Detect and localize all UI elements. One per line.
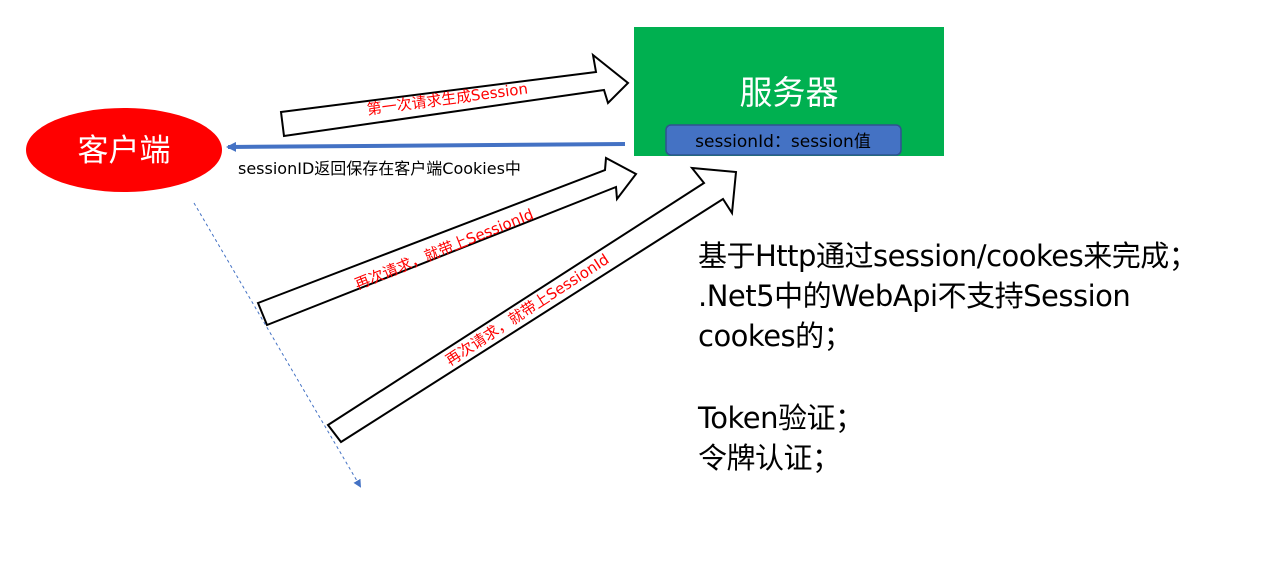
session-return-label: sessionID返回保存在客户端Cookies中 [238, 159, 521, 178]
session-store-box [665, 124, 902, 156]
notes-panel: 基于Http通过session/cookes来完成； .Net5中的WebApi… [698, 236, 1258, 478]
session-return-arrow: sessionID返回保存在客户端Cookies中 [226, 141, 626, 178]
first-request-arrow: 第一次请求生成Session [279, 52, 630, 138]
third-request-arrow-shape [326, 166, 738, 444]
client-label: 客户端 [78, 133, 171, 169]
second-request-arrow-shape [256, 156, 638, 327]
session-store-label: sessionId：session值 [695, 132, 871, 152]
note-line-6: 令牌认证； [698, 441, 841, 475]
note-line-3: cookes的； [698, 319, 853, 353]
note-gap [698, 356, 1258, 398]
note-line-2: .Net5中的WebApi不支持Session [698, 279, 1131, 313]
third-request-label: 再次请求，就带上SessionId [442, 250, 612, 369]
server-label: 服务器 [740, 73, 839, 112]
client-node: 客户端 [26, 108, 222, 192]
server-node: 服务器 sessionId：session值 [634, 27, 944, 156]
first-request-arrow-shape [279, 52, 630, 138]
session-return-line [226, 141, 626, 152]
note-line-5: Token验证； [698, 401, 864, 435]
second-request-label: 再次请求，就带上SessionId [352, 205, 536, 293]
second-request-arrow: 再次请求，就带上SessionId [256, 156, 638, 327]
note-line-1: 基于Http通过session/cookes来完成； [698, 239, 1198, 273]
client-ellipse [26, 108, 222, 192]
timeline-dashed-line [193, 202, 362, 488]
